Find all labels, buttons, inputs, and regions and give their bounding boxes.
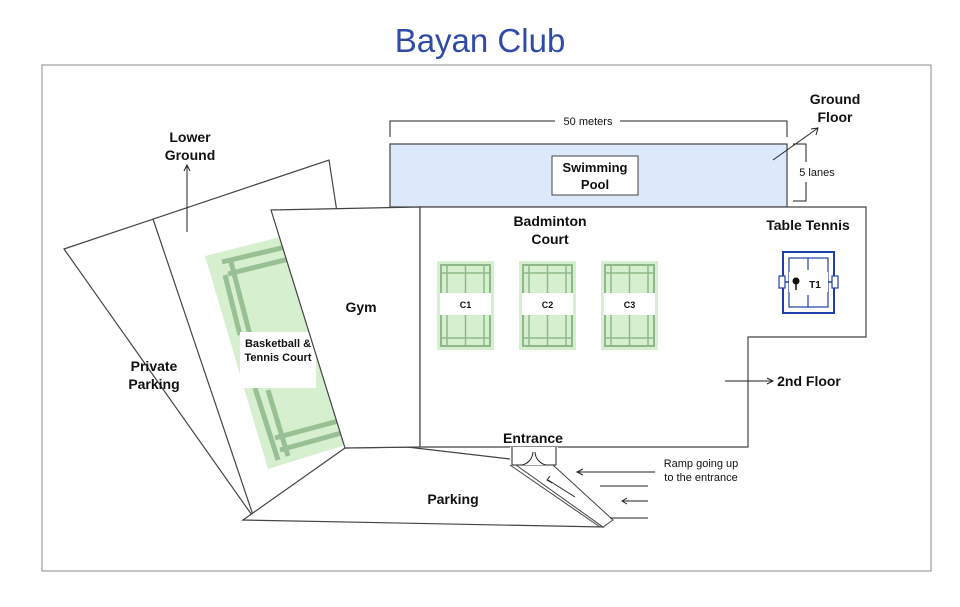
- ground-floor-label-2: Floor: [818, 109, 854, 125]
- badminton-court: C1: [437, 261, 494, 350]
- parking-divider: [152, 218, 255, 519]
- private-parking-label-1: Private: [131, 358, 178, 374]
- pool-label-box: [551, 155, 639, 196]
- lower-ground-label-1: Lower: [169, 129, 211, 145]
- arrow-head-icon: [810, 127, 819, 136]
- court-label-box: [522, 293, 573, 315]
- entrance-label: Entrance: [503, 430, 563, 446]
- swimming-pool: Swimming Pool 50 meters 5 lanes: [389, 116, 835, 208]
- outer-frame: [41, 64, 932, 572]
- table-tennis-post: [831, 275, 839, 289]
- parking-label: Parking: [427, 491, 478, 507]
- arrow-head-icon: [575, 468, 584, 476]
- dimension-line: [793, 143, 807, 162]
- basketball-label-box: [240, 332, 316, 388]
- pool-label-2: Pool: [581, 177, 609, 192]
- court-code: C2: [542, 300, 554, 310]
- pool-label-1: Swimming: [562, 160, 627, 175]
- arrow-head-icon: [766, 377, 775, 385]
- basketball-tennis-court: Basketball & Tennis Court: [205, 236, 346, 469]
- gym-label: Gym: [345, 299, 376, 315]
- entrance-gap: [510, 447, 558, 465]
- pool-width-label: 50 meters: [564, 116, 613, 128]
- court-code: C3: [624, 300, 636, 310]
- ground-floor-label-1: Ground: [810, 91, 861, 107]
- badminton-court: C3: [601, 261, 658, 350]
- court-line: [252, 387, 281, 461]
- ramp-arrow: [547, 479, 576, 498]
- table-tennis-code: T1: [809, 280, 821, 291]
- court-line: [265, 389, 291, 457]
- ping-pong-paddle-icon: [792, 277, 800, 285]
- second-floor-label: 2nd Floor: [777, 373, 841, 389]
- badminton-label-2: Court: [531, 231, 569, 247]
- court-code: C1: [460, 300, 472, 310]
- dimension-line: [620, 120, 788, 137]
- badminton-courts: C1 C2 C3: [437, 261, 658, 350]
- entrance-door: [510, 447, 558, 466]
- court-line: [227, 255, 294, 277]
- door-right-icon: [534, 447, 557, 466]
- private-parking-label-2: Parking: [128, 376, 179, 392]
- dimension-line: [389, 120, 555, 137]
- door-left-icon: [511, 447, 534, 466]
- arrow-head-icon: [183, 163, 191, 172]
- ramp: Ramp going up to the entrance: [509, 458, 739, 528]
- ramp-label-1: Ramp going up: [664, 458, 739, 470]
- lower-ground-label-2: Ground: [165, 147, 216, 163]
- court-line: [222, 274, 243, 336]
- table-tennis-label: Table Tennis: [766, 217, 850, 233]
- table-tennis-post: [778, 275, 786, 289]
- arrow-head-icon: [621, 497, 628, 505]
- basketball-label-1: Basketball &: [245, 338, 311, 350]
- basketball-label-2: Tennis Court: [244, 352, 311, 364]
- court-line: [227, 257, 253, 336]
- ramp-edge: [509, 464, 601, 528]
- court-line: [221, 243, 291, 265]
- page-title: Bayan Club: [394, 22, 566, 59]
- ground-floor-arrow: [772, 127, 819, 161]
- badminton-label-1: Badminton: [513, 213, 586, 229]
- court-line: [279, 429, 346, 453]
- badminton-court: C2: [519, 261, 576, 350]
- court-line: [274, 417, 343, 441]
- dimension-line: [793, 182, 807, 202]
- ramp-label-2: to the entrance: [664, 472, 737, 484]
- pool-lanes-label: 5 lanes: [799, 167, 835, 179]
- arrow-head-icon: [546, 475, 553, 484]
- court-label-box: [440, 293, 491, 315]
- court-label-box: [604, 293, 655, 315]
- table-tennis-table: T1: [778, 251, 839, 314]
- table-tennis-label-box: [789, 272, 828, 292]
